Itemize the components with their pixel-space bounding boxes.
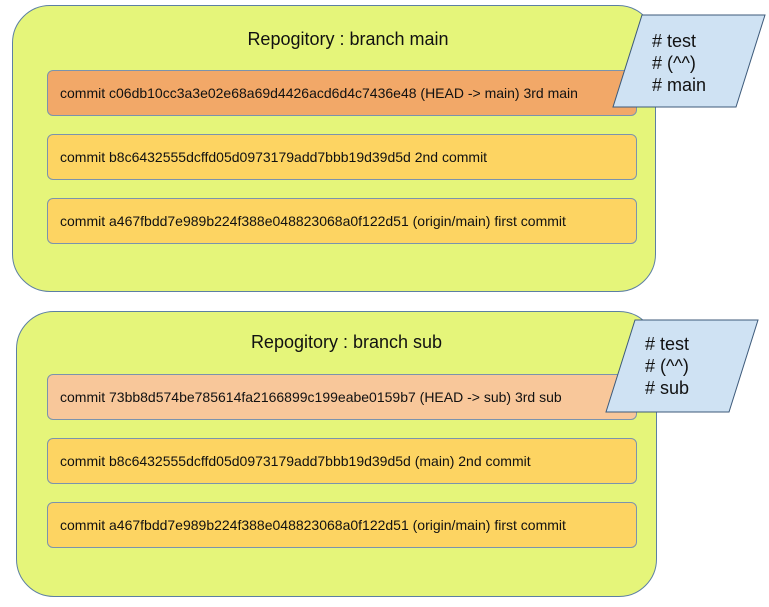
note-main-shape — [612, 14, 766, 108]
commit-sub-head: commit 73bb8d574be785614fa2166899c199eab… — [47, 374, 637, 420]
note-main-text: # test # (^^) # main — [652, 30, 706, 96]
note-sub-shape — [605, 319, 759, 413]
note-sub-parallelogram: # test # (^^) # sub — [605, 319, 759, 413]
note-sub-line-3: # sub — [645, 378, 690, 398]
note-main-line-3: # main — [652, 75, 707, 95]
note-sub-line-2: # (^^) — [645, 356, 689, 376]
commit-main-first: commit a467fbdd7e989b224f388e048823068a0… — [47, 198, 637, 244]
commit-sub-first: commit a467fbdd7e989b224f388e048823068a0… — [47, 502, 637, 548]
repository-sub-title: Repogitory : branch sub — [250, 332, 443, 352]
note-sub-line-1: # test — [645, 334, 690, 354]
note-sub-text: # test # (^^) # sub — [645, 333, 689, 399]
repository-main-title: Repogitory : branch main — [247, 29, 449, 49]
commit-main-head: commit c06db10cc3a3e02e68a69d4426acd6d4c… — [47, 70, 637, 116]
commit-sub-2nd: commit b8c6432555dcffd05d0973179add7bbb1… — [47, 438, 637, 484]
repository-main-box: Repogitory : branch main commit c06db10c… — [12, 5, 656, 292]
note-main-parallelogram: # test # (^^) # main — [612, 14, 766, 108]
note-main-line-2: # (^^) — [652, 53, 696, 73]
note-main-line-1: # test — [652, 31, 697, 51]
commit-main-2nd: commit b8c6432555dcffd05d0973179add7bbb1… — [47, 134, 637, 180]
repository-sub-box: Repogitory : branch sub commit 73bb8d574… — [16, 311, 657, 597]
